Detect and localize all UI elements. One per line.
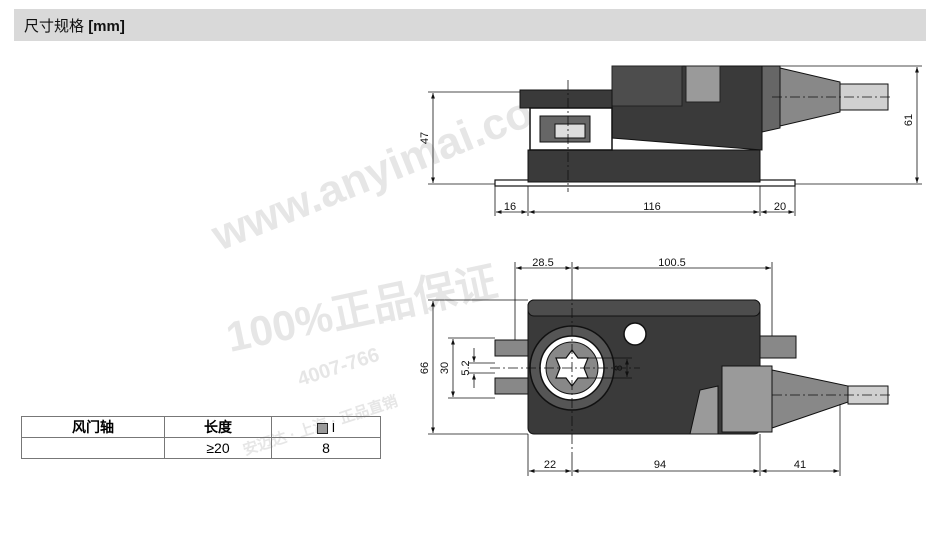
- value-damper-shaft: [21, 437, 165, 459]
- dim-100-5-label: 100.5: [658, 257, 686, 269]
- mount-tab-left-bottom: [494, 377, 529, 395]
- dim-30-label: 30: [439, 362, 451, 374]
- cable-gland: [761, 65, 781, 133]
- dim-41-label: 41: [794, 459, 806, 471]
- dim-61-label: 61: [903, 114, 915, 126]
- base-block: [527, 149, 761, 183]
- connector: [721, 365, 773, 433]
- front-housing-top-strip: [527, 299, 761, 317]
- clamp-top: [519, 89, 613, 109]
- dim-16-label: 16: [504, 201, 516, 213]
- dim-116-label: 116: [643, 201, 661, 213]
- shaft-spec-table: 风门轴 长度 I ≥20 8: [21, 416, 381, 459]
- dim-94-label: 94: [654, 459, 666, 471]
- indicator-dot: [623, 322, 647, 346]
- spec-value-row: ≥20 8: [21, 437, 381, 459]
- header-length: 长度: [164, 416, 272, 438]
- square-shaft-icon: [316, 422, 328, 434]
- header-square-shaft: I: [271, 416, 381, 438]
- dim-28-5-label: 28.5: [532, 257, 553, 269]
- unit-label: [mm]: [88, 18, 125, 35]
- mount-tab-left-top: [494, 339, 529, 357]
- section-header: 尺寸规格 [mm]: [14, 9, 926, 41]
- header-damper-shaft: 风门轴: [21, 416, 165, 438]
- header-square-shaft-mark: I: [331, 420, 336, 435]
- housing-top-panel: [611, 65, 683, 107]
- release-lever: [689, 385, 719, 435]
- title-text: 尺寸规格: [24, 18, 85, 35]
- spec-header-row: 风门轴 长度 I: [21, 416, 381, 438]
- value-square-shaft: 8: [271, 437, 381, 459]
- mount-tab-right-top: [759, 335, 797, 359]
- dim-8-label: 8: [613, 365, 625, 371]
- dim-5-2-label: 5.2: [460, 360, 472, 375]
- value-length: ≥20: [164, 437, 272, 459]
- front-view: 28.5 100.5 66 30 5.2 8 22 94 41: [419, 257, 890, 476]
- dim-20-label: 20: [774, 201, 786, 213]
- dim-66-label: 66: [419, 362, 431, 374]
- front-cable-cone: [771, 369, 849, 429]
- dim-22-label: 22: [544, 459, 556, 471]
- side-view: 47 61 16 116 20: [419, 65, 922, 216]
- section-title: 尺寸规格 [mm]: [24, 15, 125, 36]
- clamp-core: [554, 123, 586, 139]
- housing-window: [685, 65, 721, 103]
- dim-47-label: 47: [419, 132, 431, 144]
